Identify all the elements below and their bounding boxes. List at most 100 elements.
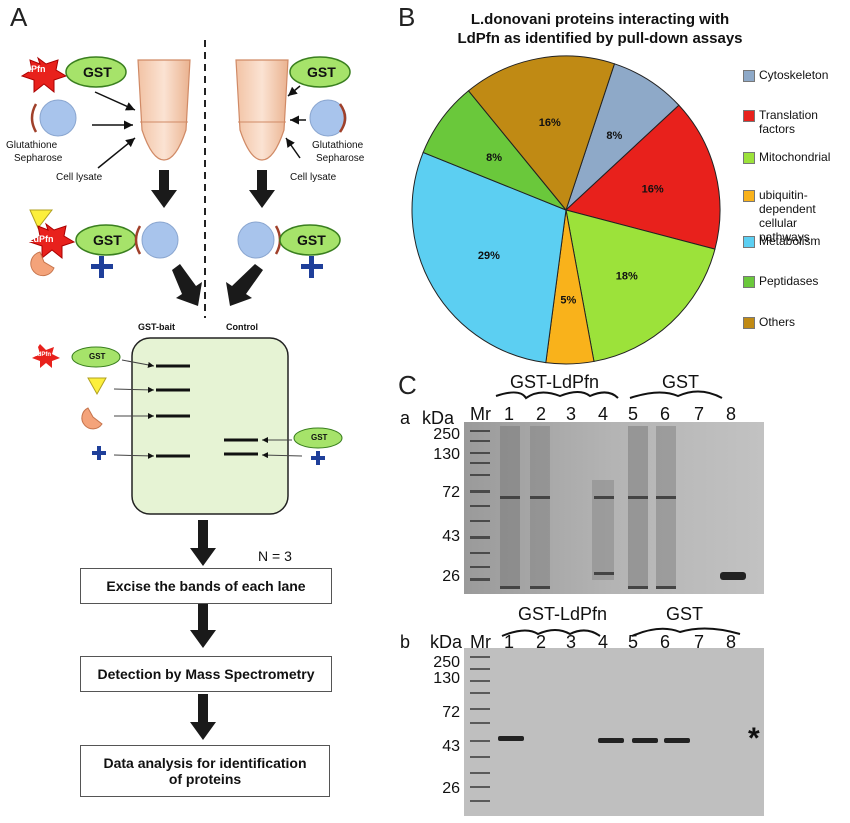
ldpfn-complex-label: LdPfn: [28, 234, 54, 244]
pie-slice-1: [564, 104, 721, 250]
pacman-icon: [30, 251, 55, 277]
sepharose-label-right: Sepharose: [316, 153, 365, 164]
gel-b-lane-6: 6: [660, 632, 671, 652]
gel-b-lane-7: 7: [694, 632, 705, 652]
gel-b-band-6: [664, 738, 690, 743]
pie-label-3: 5%: [560, 294, 576, 306]
legend-item-2: Mitochondrial: [743, 150, 847, 164]
gel-a-lane-1: 1: [504, 404, 515, 424]
pie-label-4: 29%: [478, 250, 500, 262]
pie-title: L.donovani proteins interacting with LdP…: [420, 10, 780, 48]
gst-small-right-label: GST: [311, 433, 328, 442]
gel-a-mw-130: 130: [433, 446, 460, 463]
pie-slice-6: [467, 55, 616, 212]
panel-b-label: B: [398, 2, 416, 32]
legend-label-3: ubiquitin-dependent cellular pathways: [759, 188, 816, 244]
gel-b-lane-3: 3: [566, 632, 577, 652]
gst-bait-label: GST-bait: [138, 322, 176, 332]
gel-b-background: [464, 648, 764, 816]
gel-a-group1: GST-LdPfn: [510, 372, 600, 392]
gst-complex-right-label: GST: [297, 232, 326, 248]
legend-label-6: Others: [759, 315, 796, 329]
legend-swatch-0: [743, 70, 755, 82]
legend-item-0: Cytoskeleton: [743, 68, 847, 82]
glutathione-label: Glutathione: [6, 140, 58, 151]
gel-a-group2: GST: [662, 372, 700, 392]
gel-a-bracket-1: [495, 391, 619, 400]
pie-slice-4: [411, 151, 567, 364]
gel-b-band-4: [598, 738, 624, 743]
legend-item-4: Metabolism: [743, 234, 847, 248]
pie-label-2: 18%: [616, 270, 638, 282]
control-label: Control: [226, 322, 258, 332]
step-mass-spec: Detection by Mass Spectrometry: [80, 656, 332, 692]
gel-b-mw-26: 26: [442, 780, 460, 797]
panel-a-label: A: [10, 2, 28, 32]
sepharose-bead-icon: [39, 99, 77, 137]
gel-a-lane-2: 2: [536, 404, 547, 424]
pie-title-line2: LdPfn as identified by pull-down assays: [457, 30, 743, 47]
flow-arrow-2: [190, 604, 216, 648]
gel-a-mr: Mr: [470, 404, 491, 424]
legend-label-1: Translation factors: [759, 108, 818, 136]
legend-label-0: Cytoskeleton: [759, 68, 829, 82]
gel-b-lane-5: 5: [628, 632, 639, 652]
gel-b-mr: Mr: [470, 632, 491, 652]
gel-b-mw-72: 72: [442, 704, 460, 721]
pie-label-0: 8%: [606, 130, 622, 142]
ldpfn-star-complex-icon: [28, 222, 76, 260]
gel-a-kda: kDa: [422, 408, 455, 428]
pie-label-1: 16%: [642, 183, 664, 195]
yellow-triangle-icon: [29, 209, 54, 229]
converge-arrow-right: [226, 264, 263, 306]
legend-label-2: Mitochondrial: [759, 150, 831, 164]
gel-b-group1: GST-LdPfn: [518, 604, 608, 624]
glutathione-hook-icon: [30, 103, 38, 133]
gel-b-kda: kDa: [430, 632, 463, 652]
legend-swatch-4: [743, 236, 755, 248]
legend-swatch-2: [743, 152, 755, 164]
gel-a-lane-7: 7: [694, 404, 705, 424]
legend-item-5: Peptidases: [743, 274, 847, 288]
gel-a-mw-26: 26: [442, 568, 460, 585]
gel-b-lane-8: 8: [726, 632, 737, 652]
cell-lysate-label-right: Cell lysate: [290, 172, 337, 183]
legend-item-1: Translation factors: [743, 108, 847, 136]
legend-item-6: Others: [743, 315, 847, 329]
legend-label-5: Peptidases: [759, 274, 819, 288]
down-arrow-left: [151, 170, 177, 208]
flow-arrow-3: [190, 694, 216, 740]
flow-arrow-1: [190, 520, 216, 566]
gel-b-bracket-1: [501, 629, 601, 637]
gel-b-mw-250: 250: [433, 654, 460, 671]
gel-a-lane-4: 4: [598, 404, 609, 424]
sepharose-label: Sepharose: [14, 153, 63, 164]
ldpfn-small-label: LdPfn: [34, 352, 51, 358]
gel-a-lane-5: 5: [628, 404, 639, 424]
gel-b-asterisk: *: [748, 722, 760, 755]
gst-label-right: GST: [307, 64, 336, 80]
gel-b-band-1: [498, 736, 524, 741]
tube-right-icon: [235, 59, 289, 161]
gel-a-gst-band: [720, 572, 746, 580]
tube-left-icon: [137, 59, 191, 161]
pie-label-6: 16%: [539, 117, 561, 129]
gst-label: GST: [83, 64, 112, 80]
converge-arrow-left: [172, 264, 202, 306]
n-count-label: N = 3: [258, 548, 292, 564]
gel-b-lane-1: 1: [504, 632, 515, 652]
gel-b-bracket-2: [631, 627, 741, 637]
gel-b-band-5: [632, 738, 658, 743]
gel-b-lane-4: 4: [598, 632, 609, 652]
legend-swatch-1: [743, 110, 755, 122]
legend-label-4: Metabolism: [759, 234, 821, 248]
pie-label-5: 8%: [486, 152, 502, 164]
gel-b-mw-43: 43: [442, 738, 460, 755]
gel-a-mw-250: 250: [433, 426, 460, 443]
gel-a-sublabel: a: [400, 408, 411, 428]
gel-b-group2: GST: [666, 604, 704, 624]
ldpfn-star-icon: [20, 56, 68, 94]
gel-b-mw-130: 130: [433, 670, 460, 687]
